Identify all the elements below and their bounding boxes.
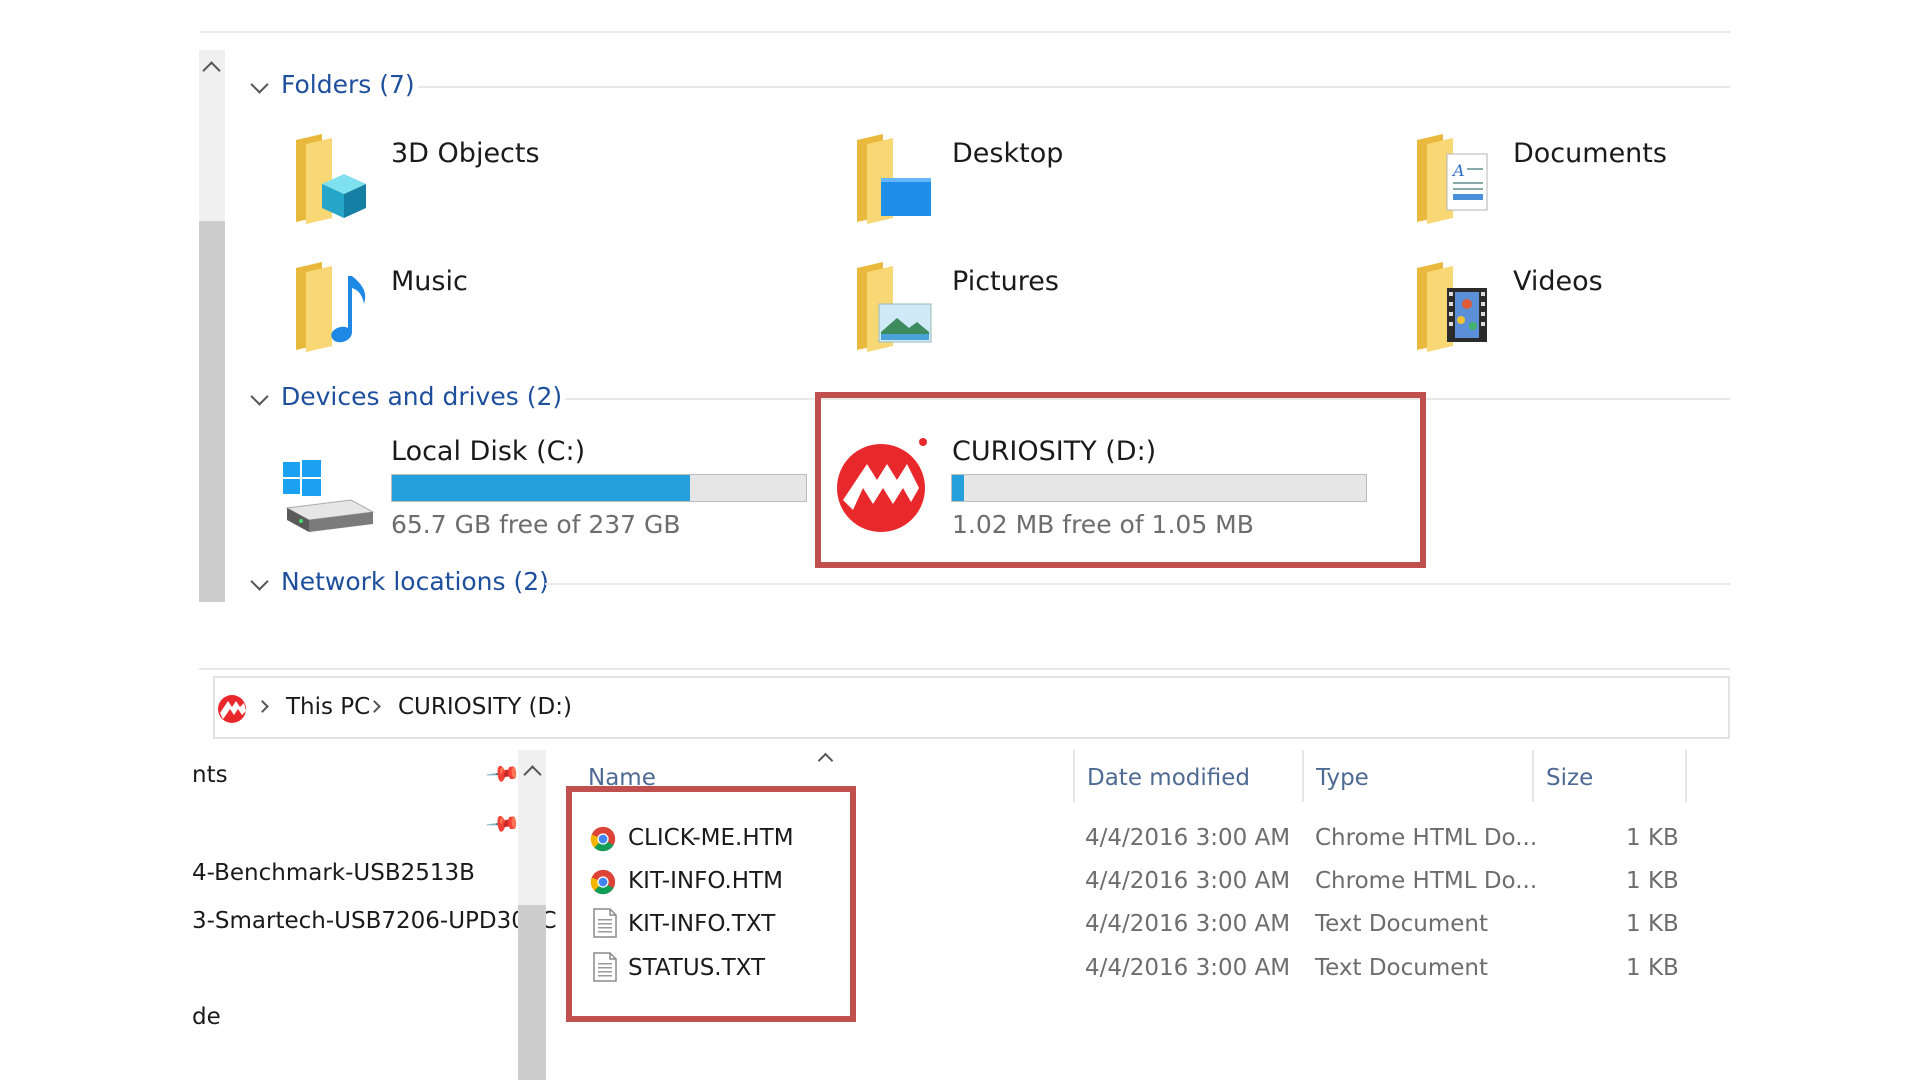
column-separator[interactable]	[1302, 750, 1304, 802]
devices-divider	[565, 398, 1730, 400]
address-bar[interactable]	[213, 676, 1730, 739]
folders-collapse-chevron-icon[interactable]	[250, 75, 269, 94]
drive-label-curiosity: CURIOSITY (D:)	[952, 436, 1157, 467]
file-name: CLICK-ME.HTM	[628, 825, 794, 851]
group-heading-folders[interactable]: Folders (7)	[281, 70, 415, 99]
pictures-folder-icon	[857, 262, 932, 352]
devices-collapse-chevron-icon[interactable]	[250, 387, 269, 406]
file-name: KIT-INFO.TXT	[628, 911, 776, 937]
drive-usage-fill-local-disk	[392, 475, 691, 501]
file-name: KIT-INFO.HTM	[628, 868, 783, 894]
videos-folder-icon	[1417, 262, 1487, 352]
desktop-folder-icon	[857, 134, 931, 224]
top-border	[199, 31, 1730, 33]
chrome-icon	[590, 869, 616, 895]
file-type: Chrome HTML Do...	[1315, 868, 1538, 894]
breadcrumb-this-pc[interactable]: This PC	[286, 694, 371, 720]
sort-ascending-icon	[817, 752, 834, 769]
file-date: 4/4/2016 3:00 AM	[1085, 911, 1291, 937]
column-header-date[interactable]: Date modified	[1087, 765, 1250, 791]
drive-free-space-curiosity: 1.02 MB free of 1.05 MB	[952, 510, 1254, 539]
drive-usage-bar-local-disk	[391, 474, 807, 502]
documents-folder-icon: A	[1417, 134, 1488, 224]
chrome-icon	[590, 826, 616, 852]
nav-item-truncated-1[interactable]: nts	[192, 762, 228, 788]
file-date: 4/4/2016 3:00 AM	[1085, 825, 1291, 851]
file-date: 4/4/2016 3:00 AM	[1085, 868, 1291, 894]
folder-label-music: Music	[391, 266, 468, 297]
3d-objects-folder-icon	[296, 134, 366, 224]
top-scrollbar-thumb[interactable]	[199, 221, 225, 602]
folders-divider	[418, 86, 1730, 88]
file-size: 1 KB	[1626, 911, 1679, 937]
hard-drive-icon	[283, 460, 375, 532]
file-type: Text Document	[1315, 911, 1488, 937]
file-date: 4/4/2016 3:00 AM	[1085, 955, 1291, 981]
file-size: 1 KB	[1626, 868, 1679, 894]
folder-label-videos: Videos	[1513, 266, 1603, 297]
drive-usage-bar-curiosity	[951, 474, 1367, 502]
drive-usage-fill-curiosity	[952, 475, 965, 501]
column-separator[interactable]	[1685, 750, 1687, 802]
breadcrumb-curiosity[interactable]: CURIOSITY (D:)	[398, 694, 572, 720]
column-separator[interactable]	[1532, 750, 1534, 802]
svg-text:A: A	[1451, 161, 1465, 180]
microchip-logo-icon	[837, 438, 927, 532]
drive-label-local-disk: Local Disk (C:)	[391, 436, 586, 467]
network-collapse-chevron-icon[interactable]	[250, 572, 269, 591]
bottom-panel-border	[199, 668, 1730, 670]
nav-item-smartech[interactable]: 3-Smartech-USB7206-UPD301C	[192, 908, 557, 934]
drive-highlight-box	[815, 392, 1426, 568]
folder-label-3d-objects: 3D Objects	[391, 138, 540, 169]
folder-label-pictures: Pictures	[952, 266, 1059, 297]
file-size: 1 KB	[1626, 955, 1679, 981]
drive-free-space-local-disk: 65.7 GB free of 237 GB	[391, 510, 681, 539]
file-type: Text Document	[1315, 955, 1488, 981]
nav-item-truncated-2[interactable]: de	[192, 1004, 221, 1030]
files-highlight-box	[566, 786, 856, 1022]
file-type: Chrome HTML Do...	[1315, 825, 1538, 851]
network-divider	[545, 583, 1730, 585]
pin-icon[interactable]: 📌	[484, 756, 522, 793]
folder-label-desktop: Desktop	[952, 138, 1064, 169]
nav-scrollbar-thumb[interactable]	[518, 905, 546, 1080]
file-name: STATUS.TXT	[628, 955, 766, 981]
text-file-icon	[593, 908, 617, 938]
group-heading-network[interactable]: Network locations (2)	[281, 567, 549, 596]
group-heading-devices[interactable]: Devices and drives (2)	[281, 382, 563, 411]
column-header-type[interactable]: Type	[1316, 765, 1369, 791]
music-folder-icon	[296, 262, 366, 352]
pin-icon[interactable]: 📌	[484, 806, 522, 843]
nav-item-benchmark[interactable]: 4-Benchmark-USB2513B	[192, 860, 475, 886]
folder-label-documents: Documents	[1513, 138, 1667, 169]
file-size: 1 KB	[1626, 825, 1679, 851]
column-separator[interactable]	[1073, 750, 1075, 802]
column-header-size[interactable]: Size	[1546, 765, 1594, 791]
curiosity-drive-breadcrumb-icon	[218, 695, 246, 723]
text-file-icon	[593, 952, 617, 982]
